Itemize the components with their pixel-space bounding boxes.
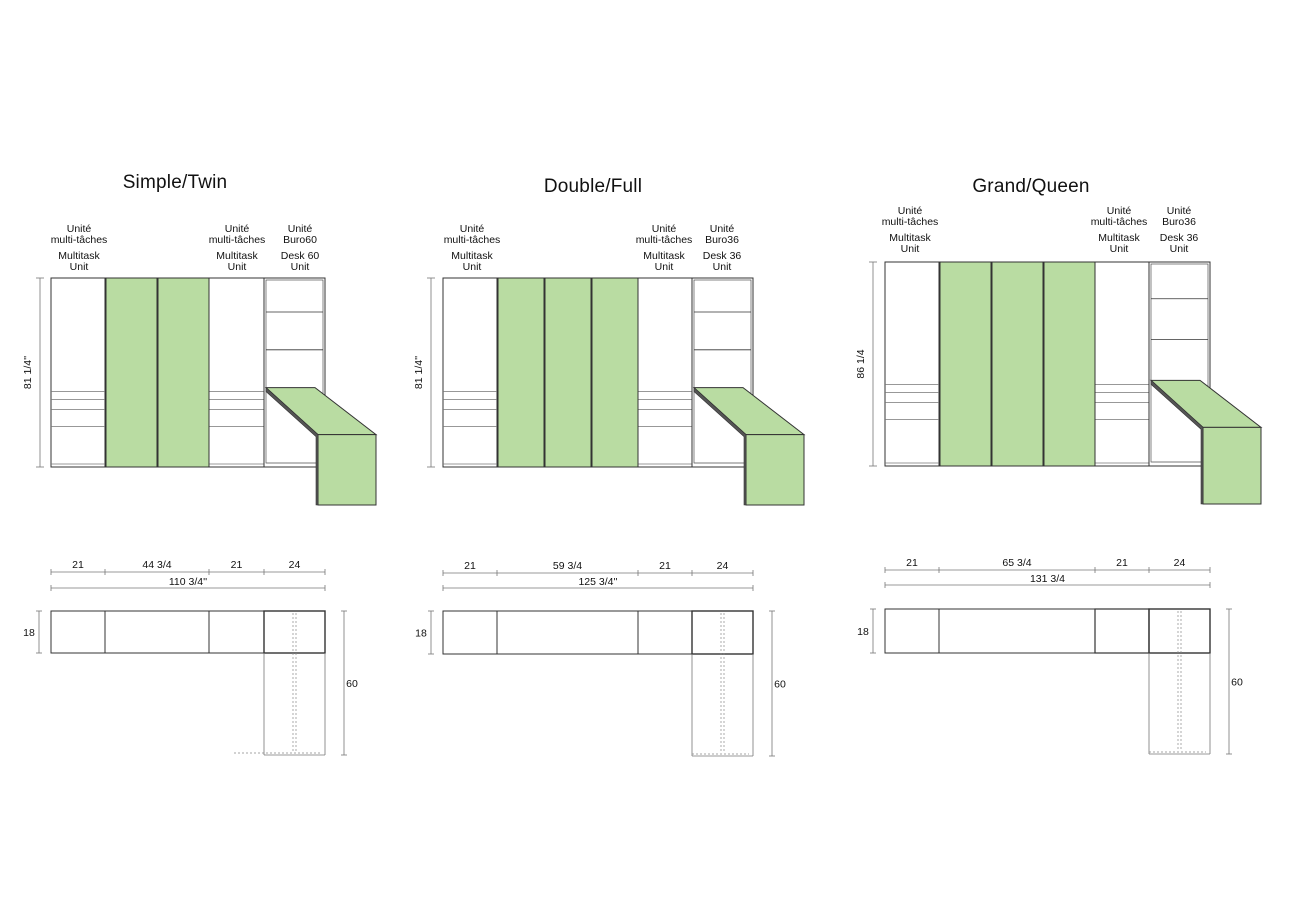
segment-width-label: 21 xyxy=(464,560,476,572)
bed-configuration-1: Simple/TwinUnitémulti-tâchesMultitaskUni… xyxy=(22,172,378,756)
multitask-label-en: Multitask xyxy=(451,250,493,262)
desk-label-fr: Buro60 xyxy=(283,234,317,246)
segment-width-label: 21 xyxy=(72,559,84,571)
depth-label: 18 xyxy=(23,627,35,639)
segment-width-label: 44 3/4 xyxy=(142,559,171,571)
wall-bed-panel xyxy=(991,261,1044,467)
desk-label-en: Desk 36 xyxy=(1160,232,1199,244)
wall-bed-panel xyxy=(1043,261,1096,467)
desk-label-en: Unit xyxy=(1170,243,1189,255)
wall-bed-panel xyxy=(105,277,158,468)
multitask-label-fr: Unité xyxy=(898,205,923,217)
multitask-label-en: Unit xyxy=(1110,243,1129,255)
multitask-label-en: Multitask xyxy=(216,250,258,262)
height-label: 81 1/4'' xyxy=(22,356,34,389)
multitask-label-fr: multi-tâches xyxy=(636,234,693,246)
height-label: 81 1/4'' xyxy=(413,356,425,389)
desk-label-fr: Unité xyxy=(710,223,735,235)
multitask-label-en: Unit xyxy=(655,261,674,273)
multitask-label-fr: multi-tâches xyxy=(51,234,108,246)
desk-depth-label: 60 xyxy=(1231,677,1243,689)
multitask-unit xyxy=(884,261,940,467)
plan-outline xyxy=(50,610,326,654)
multitask-label-fr: Unité xyxy=(225,223,250,235)
segment-width-label: 59 3/4 xyxy=(553,560,582,572)
wall-bed-panel xyxy=(157,277,210,468)
multitask-unit xyxy=(442,277,498,468)
depth-label: 18 xyxy=(857,626,869,638)
segment-width-label: 24 xyxy=(717,560,729,572)
plan-outline xyxy=(884,608,1211,654)
plan-desk xyxy=(691,610,754,655)
height-label: 86 1/4 xyxy=(855,349,867,378)
segment-width-label: 24 xyxy=(289,559,301,571)
wall-bed-panel xyxy=(497,277,545,468)
multitask-label-fr: Unité xyxy=(67,223,92,235)
multitask-label-en: Unit xyxy=(463,261,482,273)
multitask-label-fr: multi-tâches xyxy=(1091,216,1148,228)
plan-desk xyxy=(1148,608,1211,654)
desk-front xyxy=(1202,426,1262,505)
multitask-unit xyxy=(208,277,265,468)
multitask-label-fr: Unité xyxy=(1107,205,1132,217)
bed-configuration-2: Double/FullUnitémulti-tâchesMultitaskUni… xyxy=(413,176,806,757)
wall-bed-panel xyxy=(939,261,992,467)
segment-width-label: 21 xyxy=(906,557,918,569)
segment-width-label: 65 3/4 xyxy=(1002,557,1031,569)
multitask-label-en: Unit xyxy=(70,261,89,273)
multitask-label-fr: multi-tâches xyxy=(444,234,501,246)
desk-front xyxy=(317,434,377,506)
configuration-title: Double/Full xyxy=(544,176,642,197)
segment-width-label: 24 xyxy=(1174,557,1186,569)
wall-bed-panel xyxy=(544,277,592,468)
desk-label-en: Desk 36 xyxy=(703,250,742,262)
multitask-label-fr: multi-tâches xyxy=(882,216,939,228)
multitask-label-en: Unit xyxy=(901,243,920,255)
multitask-label-en: Multitask xyxy=(58,250,100,262)
total-width-label: 131 3/4 xyxy=(1030,573,1065,585)
multitask-unit xyxy=(1094,261,1150,467)
segment-width-label: 21 xyxy=(659,560,671,572)
configuration-title: Grand/Queen xyxy=(972,176,1089,197)
desk-depth-label: 60 xyxy=(774,679,786,691)
multitask-unit xyxy=(637,277,693,468)
desk-front xyxy=(745,434,805,506)
desk-edge xyxy=(265,386,319,506)
desk-label-fr: Unité xyxy=(1167,205,1192,217)
desk-label-en: Unit xyxy=(713,261,732,273)
desk-label-en: Unit xyxy=(291,261,310,273)
total-width-label: 110 3/4'' xyxy=(169,576,207,588)
segment-width-label: 21 xyxy=(1116,557,1128,569)
multitask-label-en: Multitask xyxy=(643,250,685,262)
wall-bed-panel xyxy=(591,277,639,468)
bed-configuration-3: Grand/QueenUnitémulti-tâchesMultitaskUni… xyxy=(855,176,1263,755)
desk-unit xyxy=(1148,261,1211,467)
multitask-unit xyxy=(50,277,106,468)
segment-width-label: 21 xyxy=(231,559,243,571)
configuration-title: Simple/Twin xyxy=(123,172,228,193)
desk-label-fr: Buro36 xyxy=(1162,216,1196,228)
desk-depth-label: 60 xyxy=(346,678,358,690)
multitask-label-en: Multitask xyxy=(1098,232,1140,244)
plan-outline xyxy=(442,610,754,655)
desk-label-en: Desk 60 xyxy=(281,250,320,262)
multitask-label-en: Multitask xyxy=(889,232,931,244)
multitask-label-en: Unit xyxy=(228,261,247,273)
desk-edge xyxy=(1150,379,1204,505)
plan-desk xyxy=(263,610,326,654)
multitask-label-fr: multi-tâches xyxy=(209,234,266,246)
desk-edge xyxy=(693,386,747,506)
total-width-label: 125 3/4'' xyxy=(578,576,617,588)
desk-label-fr: Unité xyxy=(288,223,313,235)
multitask-label-fr: Unité xyxy=(652,223,677,235)
depth-label: 18 xyxy=(415,628,427,640)
desk-label-fr: Buro36 xyxy=(705,234,739,246)
multitask-label-fr: Unité xyxy=(460,223,485,235)
